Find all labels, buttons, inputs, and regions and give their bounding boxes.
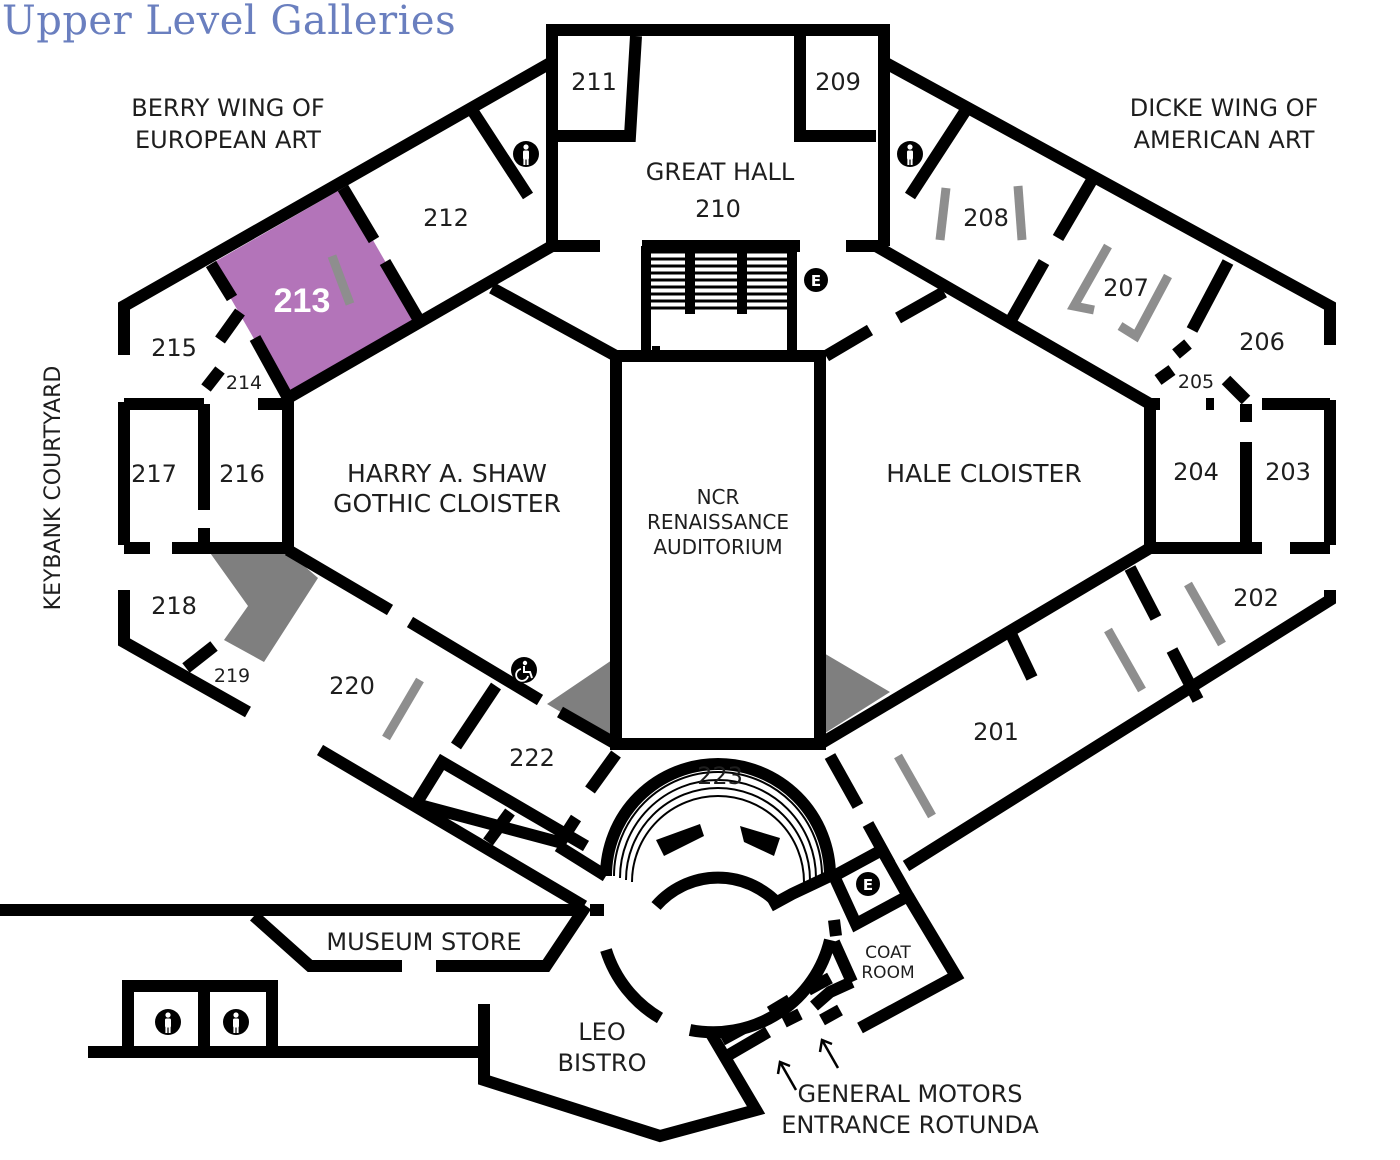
room-206-label[interactable]: 206 — [1239, 328, 1285, 356]
room-213-label[interactable]: 213 — [274, 282, 331, 320]
leo-bistro-label: LEO — [578, 1018, 625, 1046]
rotunda-seating — [613, 771, 823, 883]
dicke-wing-label: AMERICAN ART — [1134, 126, 1315, 154]
hale-cloister-label: HALE CLOISTER — [886, 459, 1081, 488]
ncr-auditorium-label: RENAISSANCE — [647, 510, 789, 534]
entrance-arrows — [776, 1038, 840, 1091]
room-210-label[interactable]: 210 — [695, 195, 741, 223]
courtyard-label: KEYBANK COURTYARD — [41, 366, 66, 611]
room-219-label[interactable]: 219 — [214, 665, 250, 687]
berry-wing-label: EUROPEAN ART — [135, 126, 321, 154]
restroom-men-icon — [897, 141, 923, 167]
wheelchair-icon — [511, 657, 537, 683]
entrance-rotunda-label: GENERAL MOTORS — [797, 1080, 1022, 1108]
room-223-label[interactable]: 223 — [697, 762, 743, 790]
map-title: Upper Level Galleries — [2, 0, 457, 44]
room-208-label[interactable]: 208 — [963, 204, 1009, 232]
shaw-cloister-label: HARRY A. SHAW — [347, 459, 547, 488]
room-220-label[interactable]: 220 — [329, 672, 375, 700]
room-212-label[interactable]: 212 — [423, 204, 469, 232]
restroom-women-icon — [155, 1009, 181, 1035]
elevator-icon: E — [856, 872, 880, 896]
ramp-left — [208, 550, 318, 662]
wing-labels: BERRY WING OF EUROPEAN ART DICKE WING OF… — [131, 94, 1318, 154]
room-209-label[interactable]: 209 — [815, 68, 861, 96]
ramp-center-left — [547, 660, 612, 742]
room-205-label[interactable]: 205 — [1178, 371, 1214, 393]
room-214-label[interactable]: 214 — [226, 372, 262, 394]
room-211-label[interactable]: 211 — [571, 68, 617, 96]
display-cases — [327, 185, 1226, 819]
ncr-auditorium-label: NCR — [697, 485, 740, 509]
walls — [0, 24, 1336, 1143]
coat-room-label: ROOM — [861, 963, 914, 983]
shaw-cloister-label: GOTHIC CLOISTER — [333, 489, 561, 518]
restroom-women-icon — [513, 141, 539, 167]
berry-wing-label: BERRY WING OF — [131, 94, 324, 122]
svg-text:E: E — [811, 272, 821, 290]
elevator-icon: E — [804, 268, 828, 292]
space-labels: GREAT HALL HARRY A. SHAW GOTHIC CLOISTER… — [326, 158, 1081, 1139]
great-hall-label: GREAT HALL — [646, 158, 795, 186]
coat-room-label: COAT — [865, 943, 911, 963]
ramp-center-right — [822, 652, 890, 735]
room-216-label[interactable]: 216 — [219, 460, 265, 488]
museum-store-label: MUSEUM STORE — [326, 928, 521, 956]
room-204-label[interactable]: 204 — [1173, 458, 1219, 486]
rotunda-steps — [656, 824, 780, 856]
room-218-label[interactable]: 218 — [151, 592, 197, 620]
room-201-label[interactable]: 201 — [973, 718, 1019, 746]
dicke-wing-label: DICKE WING OF — [1130, 94, 1319, 122]
room-202-label[interactable]: 202 — [1233, 584, 1279, 612]
leo-bistro-label: BISTRO — [557, 1049, 646, 1077]
room-labels: 211 209 212 213 215 214 217 216 218 219 … — [131, 68, 1311, 790]
room-215-label[interactable]: 215 — [151, 334, 197, 362]
room-203-label[interactable]: 203 — [1265, 458, 1311, 486]
ncr-auditorium-label: AUDITORIUM — [653, 535, 782, 559]
room-222-label[interactable]: 222 — [509, 744, 555, 772]
entrance-rotunda-label: ENTRANCE ROTUNDA — [781, 1111, 1039, 1139]
svg-text:E: E — [863, 876, 873, 894]
restroom-men-icon — [223, 1009, 249, 1035]
room-217-label[interactable]: 217 — [131, 460, 177, 488]
room-207-label[interactable]: 207 — [1103, 274, 1149, 302]
